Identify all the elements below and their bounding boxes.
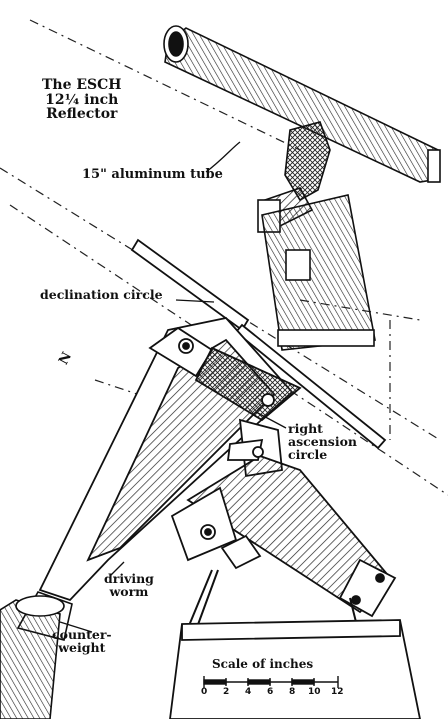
cw-line-2: weight — [58, 640, 106, 656]
scale-bar — [203, 676, 339, 688]
declination-plate — [130, 238, 387, 450]
scale-tick-6: 6 — [267, 687, 274, 697]
base-struts — [187, 569, 357, 631]
tube-label: 15" aluminum tube — [82, 167, 223, 182]
cw-line-1: counter- — [52, 627, 112, 642]
right-ascension-label: right ascension circle — [288, 421, 358, 463]
drive-line-2: worm — [109, 584, 149, 600]
counterweight-label: counter- weight — [52, 628, 112, 654]
scale-title: Scale of inches — [212, 657, 314, 671]
counterweight-drawing — [0, 591, 73, 719]
scale-tick-10: 10 — [308, 687, 321, 697]
title-line-2: 12¼ inch — [45, 91, 119, 108]
scale-tick-8: 8 — [289, 687, 296, 697]
driving-worm-label: driving worm — [104, 572, 154, 598]
title-line-3: Reflector — [46, 106, 118, 123]
polar-axis — [38, 317, 302, 602]
ra-line-3: circle — [288, 447, 328, 463]
small-telescope — [163, 25, 441, 351]
ra-line-1: right — [288, 421, 323, 436]
scale-tick-0: 0 — [201, 687, 208, 697]
pier-base — [169, 619, 421, 719]
worm-gear — [170, 486, 262, 570]
scale-tick-12: 12 — [331, 687, 344, 697]
scale-tick-2: 2 — [223, 687, 230, 697]
scale-tick-4: 4 — [245, 687, 252, 697]
declination-label: declination circle — [40, 287, 163, 302]
title-line-1: The ESCH — [42, 77, 122, 93]
drive-line-1: driving — [104, 571, 154, 586]
leader-lines — [59, 141, 287, 633]
ra-line-2: ascension — [288, 434, 358, 450]
ra-housing — [186, 418, 397, 618]
diagram-title: The ESCH 12¼ inch Reflector — [42, 78, 122, 122]
